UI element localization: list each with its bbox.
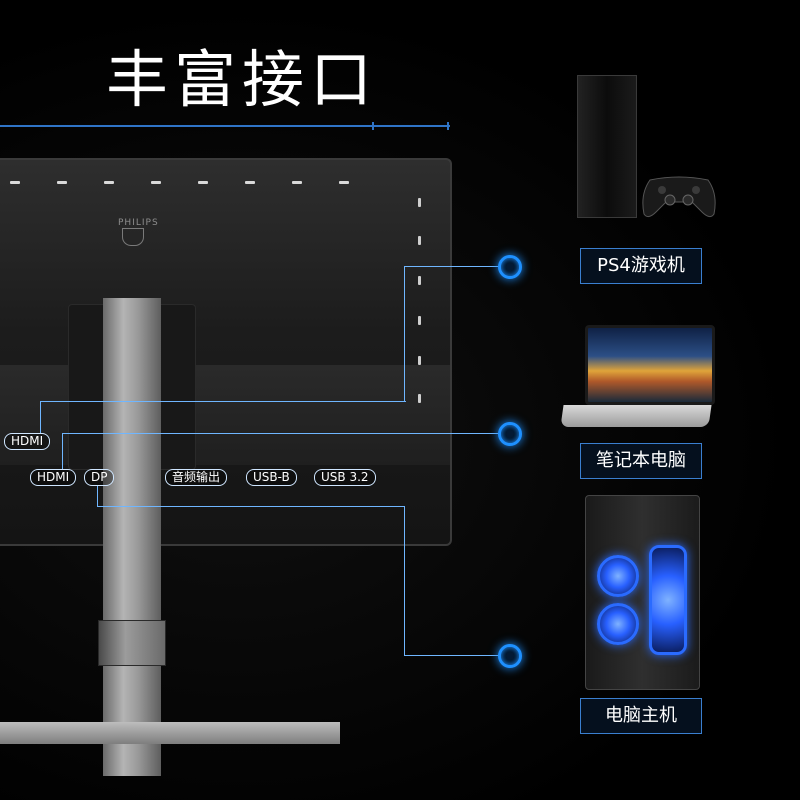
vent-slot	[292, 181, 302, 184]
device-label-pc: 电脑主机	[580, 698, 702, 734]
ps4-console-icon	[577, 75, 637, 218]
vent-slot	[418, 356, 421, 365]
wire-hdmi2	[62, 433, 500, 434]
connection-node-icon	[498, 422, 522, 446]
monitor-stand-joint	[98, 620, 166, 666]
vent-slot	[57, 181, 67, 184]
connection-node-icon	[498, 644, 522, 668]
vent-slot	[418, 198, 421, 207]
page-title: 丰富接口	[106, 43, 379, 116]
accent-line-tick	[447, 122, 449, 130]
device-label-ps4: PS4游戏机	[580, 248, 702, 284]
vent-slot	[418, 394, 421, 403]
device-label-laptop: 笔记本电脑	[580, 443, 702, 479]
vent-slot	[418, 316, 421, 325]
vent-slot	[10, 181, 20, 184]
gamepad-icon	[642, 176, 716, 218]
port-label-usb32: USB 3.2	[314, 469, 376, 486]
monitor-stand-base	[0, 722, 340, 744]
wire-dp	[404, 506, 500, 656]
case-fan-icon	[597, 555, 639, 597]
port-label-usb-b: USB-B	[246, 469, 297, 486]
vent-slot	[339, 181, 349, 184]
vent-slot	[198, 181, 208, 184]
case-fan-icon	[597, 603, 639, 645]
port-label-audio: 音频输出	[165, 469, 228, 486]
wire-hdmi1	[40, 401, 41, 434]
connection-node-icon	[498, 255, 522, 279]
side-panel-light	[649, 545, 687, 655]
port-label-hdmi2: HDMI	[30, 469, 77, 486]
accent-line	[0, 125, 450, 127]
wire-hdmi2	[62, 433, 63, 469]
monitor-stand-neck	[103, 298, 161, 776]
wire-dp	[97, 506, 405, 507]
brand-shield-icon	[122, 228, 144, 246]
port-label-hdmi1: HDMI	[4, 433, 51, 450]
vent-slot	[151, 181, 161, 184]
wire-hdmi1	[40, 266, 406, 402]
accent-line-tick	[372, 122, 374, 130]
vent-slot	[104, 181, 114, 184]
brand-logo: PHILIPS	[118, 218, 159, 228]
laptop-keyboard-base	[560, 405, 712, 427]
vent-slot	[418, 276, 421, 285]
vent-slot	[245, 181, 255, 184]
port-label-dp: DP	[84, 469, 115, 486]
vent-slot	[418, 236, 421, 245]
wire-hdmi1	[404, 266, 500, 402]
laptop-icon	[585, 325, 715, 405]
wire-dp	[97, 485, 98, 507]
